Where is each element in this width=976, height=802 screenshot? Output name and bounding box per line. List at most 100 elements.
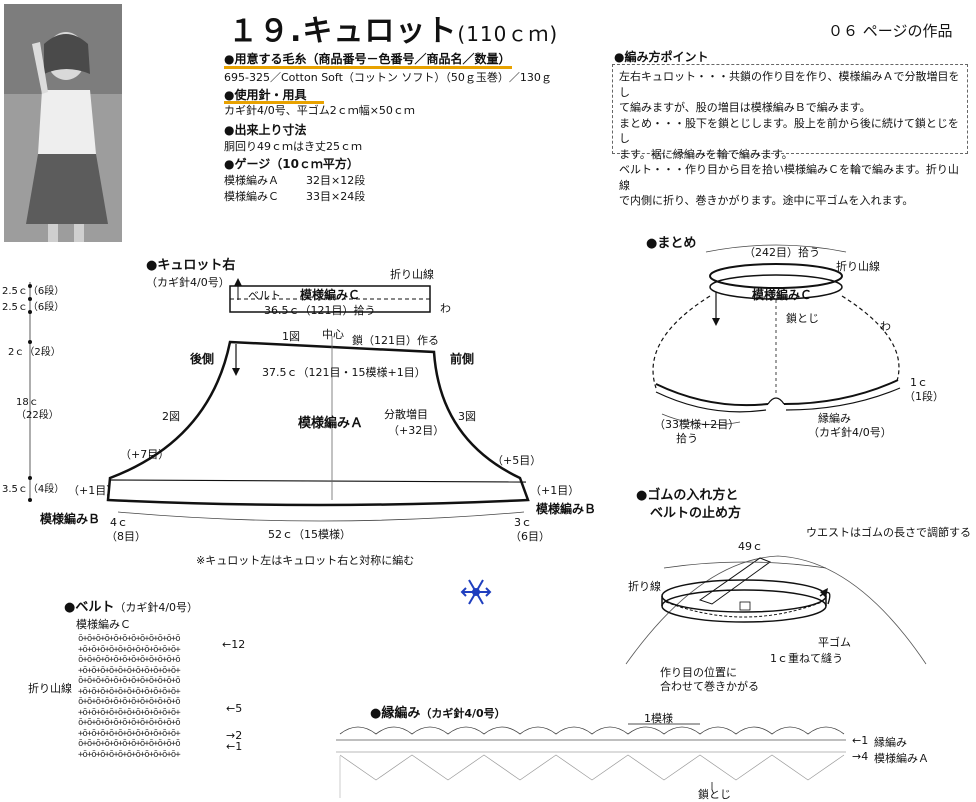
- chain-label: 鎖（121目）作る: [352, 334, 439, 347]
- culotte-heading: ●キュロット右: [146, 258, 236, 273]
- edge-chain-join: 鎖とじ: [698, 788, 731, 801]
- matome-pick2a: （33模様+2目）: [654, 418, 740, 431]
- belt-pattern-c: 模様編みＣ: [76, 618, 131, 631]
- plus5-label: （+5目）: [492, 454, 542, 467]
- gomu-heading-1: ●ゴムの入れ方と: [636, 488, 739, 503]
- model-photo: [4, 4, 122, 242]
- plus7-label: （+7目）: [120, 448, 170, 461]
- six-stitch-label: （6目）: [510, 530, 550, 543]
- edge-one-pattern: 1模様: [644, 712, 673, 725]
- plus1-right-label: （+1目）: [530, 484, 580, 497]
- matome-wa: わ: [880, 320, 891, 333]
- dim-label: 2ｃ（2段）: [8, 347, 61, 358]
- pattern-title: １９.キュロット(110ｃｍ): [228, 14, 559, 49]
- culotte-outline: [106, 340, 530, 507]
- front-side-label: 前側: [450, 352, 475, 366]
- increase-value: （+32目）: [388, 424, 445, 437]
- gomu-roll-1: 作り目の位置に: [660, 666, 737, 679]
- points-heading: ●編み方ポイント: [614, 50, 709, 64]
- points-line: 左右キュロット・・・共鎖の作り目を作り、模様編みＡで分散増目をし: [619, 70, 960, 99]
- edge-row-1: ←1: [852, 734, 869, 747]
- culotte-note: ※キュロット左はキュロット右と対称に編む: [196, 554, 415, 567]
- points-line: まとめ・・・股下を鎖とじします。股上を前から後に続けて鎖とじをし: [619, 116, 959, 146]
- points-line: ます。裾に縁編みを輪で編みます。: [619, 147, 793, 161]
- needle-value: カギ針4/0号、平ゴム2ｃｍ幅×50ｃｍ: [224, 104, 415, 117]
- eight-stitch-label: （8目）: [106, 530, 146, 543]
- belt-fold-line: 折り山線: [28, 682, 72, 695]
- points-box: 左右キュロット・・・共鎖の作り目を作り、模様編みＡで分散増目をし て編みますが、…: [612, 64, 968, 207]
- culotte-fold-line: 折り山線: [390, 268, 434, 281]
- top-width-label: 36.5ｃ（121目）拾う: [264, 304, 376, 317]
- edge-heading: ●縁編み（カギ針4/0号）: [370, 706, 506, 721]
- gauge-heading: ●ゲージ（10ｃｍ平方）: [224, 157, 359, 171]
- dim-label: 2.5ｃ（6段）: [2, 286, 65, 297]
- size-heading: ●出来上り寸法: [224, 123, 307, 137]
- gomu-heading-2: ベルトの止め方: [650, 506, 742, 521]
- points-line: て編みますが、股の増目は模様編みＢで編みます。: [619, 101, 871, 114]
- matome-pick2b: 拾う: [676, 432, 698, 445]
- culotte-needle: （カギ針4/0号）: [146, 276, 230, 289]
- yarn-value: 695-325／Cotton Soft（コットン ソフト）（50ｇ玉巻）／130…: [224, 71, 552, 84]
- yarn-heading: ●用意する毛糸（商品番号－色番号／商品名／数量）: [224, 52, 511, 66]
- yarn-underline: [224, 66, 512, 69]
- gomu-waist-note: ウエストはゴムの長さで調節する: [806, 526, 971, 539]
- belt-row-5: ←5: [226, 702, 243, 715]
- gomu-flat-elastic: 平ゴム: [818, 636, 851, 649]
- belt-row-12: ←12: [222, 638, 246, 651]
- belt-heading: ●ベルト（カギ針4/0号）: [64, 600, 199, 615]
- edge-row-4: →4: [852, 750, 869, 763]
- fig1-label: 1図: [282, 330, 300, 343]
- matome-heading: ●まとめ: [646, 236, 697, 251]
- three-c-label: 3ｃ: [514, 516, 532, 529]
- matome-edge: 縁編み: [818, 412, 851, 425]
- pattern-b-left-label: 模様編みＢ: [40, 512, 101, 526]
- matome-pattern-c: 模様編みＣ: [752, 288, 813, 302]
- pattern-c-label: 模様編みＣ: [300, 288, 361, 302]
- matome-1row: （1段）: [904, 390, 944, 403]
- fig3-label: 3図: [458, 410, 476, 423]
- back-side-label: 後側: [190, 352, 215, 366]
- gauge-c-value: 33目×24段: [306, 190, 366, 203]
- belt-label: ベルト: [248, 289, 281, 302]
- dim-label: 18ｃ（22段）: [16, 397, 59, 421]
- pattern-b-right-label: 模様編みＢ: [536, 502, 597, 516]
- matome-chain-join: 鎖とじ: [786, 312, 819, 325]
- points-line: で内側に折り、巻きかがります。途中に平ゴムを入れます。: [619, 194, 914, 207]
- gomu-fold-line: 折り線: [628, 580, 661, 593]
- child-photo-illustration: [4, 4, 122, 242]
- matome-pick-label: （242目）拾う: [744, 246, 820, 259]
- pattern-a-label: 模様編みＡ: [298, 416, 364, 431]
- center-label: 中心: [322, 328, 344, 341]
- wa-label: わ: [440, 302, 451, 315]
- edge-label: 縁編み: [874, 736, 907, 749]
- dim-label: 2.5ｃ（6段）: [2, 302, 65, 313]
- plus1-left-label: （+1目）: [68, 484, 118, 497]
- needle-heading: ●使用針・用具: [224, 88, 307, 102]
- dim-label: 3.5ｃ（4段）: [2, 484, 65, 495]
- matome-1c: 1ｃ: [910, 376, 928, 389]
- snowflake-icon: [460, 579, 492, 605]
- belt-stitch-chart: ō+ō+ō+ō+ō+ō+ō+ō+ō+ō+ō+ō+ō+ō+ō+ō+ō+ō+ō+ō+…: [78, 634, 181, 760]
- gauge-c-label: 模様編みＣ: [224, 190, 279, 203]
- points-line: ベルト・・・作り目から目を拾い模様編みＣを輪で編みます。折り山線: [619, 163, 959, 192]
- belt-row-2: →2: [226, 729, 243, 742]
- gauge-a-value: 32目×12段: [306, 174, 366, 187]
- matome-edge-needle: （カギ針4/0号）: [808, 426, 892, 439]
- gomu-roll-2: 合わせて巻きかがる: [660, 680, 759, 693]
- page-reference: ０６ ページの作品: [828, 22, 953, 40]
- edge-pattern-a: 模様編みＡ: [874, 752, 929, 765]
- size-value: 胴回り49ｃｍはき丈25ｃｍ: [224, 140, 362, 153]
- mid-width-label: 37.5ｃ（121目・15模様+1目）: [262, 366, 426, 379]
- arrow-head: [234, 278, 242, 286]
- belt-row-1: ←1: [226, 740, 243, 753]
- bottom-width-arc: [117, 511, 525, 522]
- needle-underline: [224, 101, 324, 104]
- culotte-hem-line: [109, 479, 527, 483]
- gomu-width: 49ｃ: [738, 540, 763, 553]
- matome-fold-label: 折り山線: [836, 260, 880, 273]
- bottom-width-label: 52ｃ（15模様）: [268, 528, 351, 541]
- gauge-a-label: 模様編みＡ: [224, 174, 279, 187]
- fig2-label: 2図: [162, 410, 180, 423]
- arrow-head: [232, 368, 240, 376]
